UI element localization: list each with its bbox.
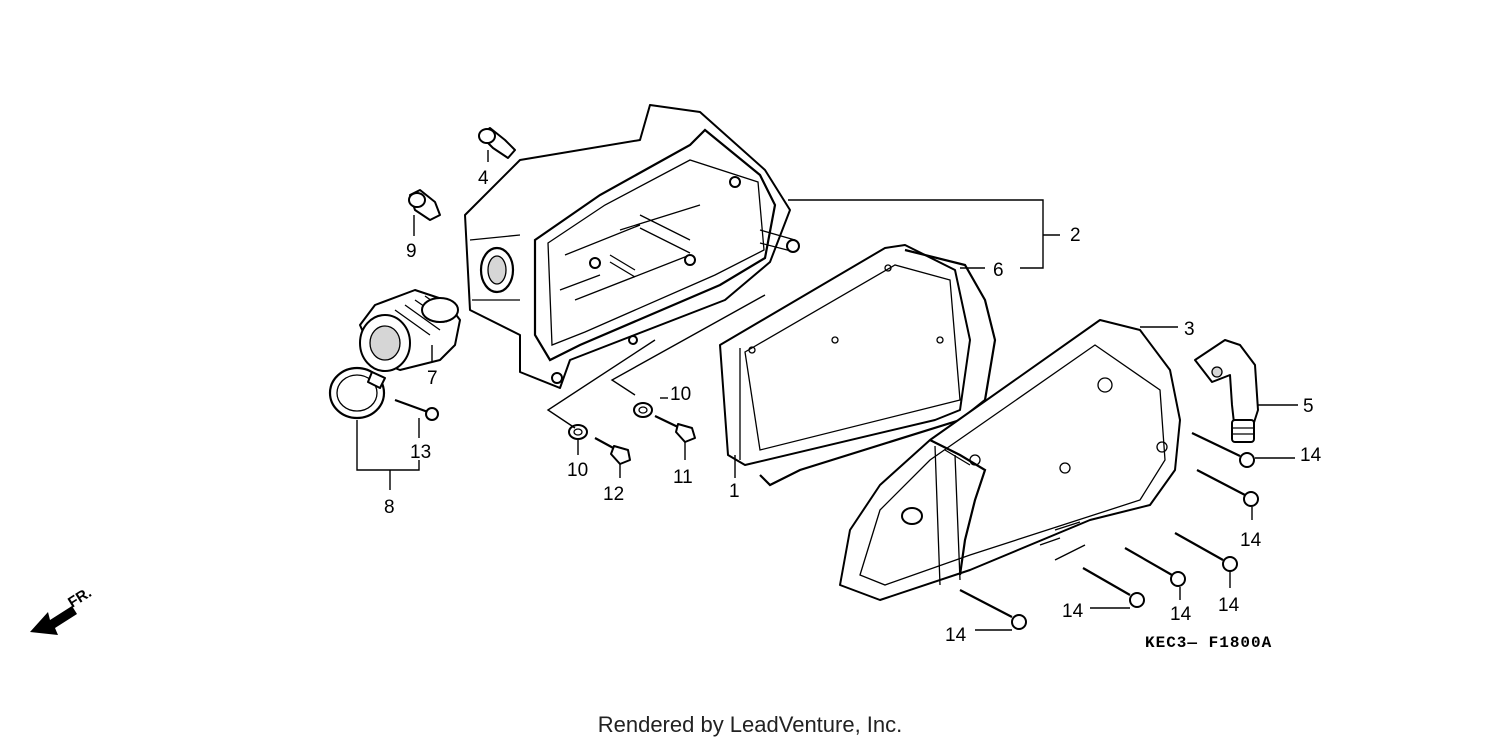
- air-cleaner-cover: [839, 319, 1181, 601]
- footer-credit: Rendered by LeadVenture, Inc.: [597, 712, 903, 737]
- label-part-14b: 14: [1240, 530, 1262, 551]
- part-labels: 1 2 3 4 5 6 7 8 9 10 10 11 12 13 14 14 1…: [384, 168, 1322, 646]
- label-part-12: 12: [603, 484, 624, 505]
- label-part-13: 13: [410, 442, 431, 463]
- air-cleaner-case: [464, 104, 800, 389]
- bolt-12: [594, 437, 631, 465]
- label-part-14e: 14: [1062, 601, 1084, 622]
- label-part-5: 5: [1303, 396, 1314, 417]
- diagram-code: KEC3— F1800A: [1145, 634, 1272, 652]
- washer-10b: [568, 424, 588, 440]
- tube-clamp: [328, 366, 386, 420]
- bolt-11: [654, 415, 696, 443]
- label-part-1: 1: [729, 481, 740, 502]
- label-part-10a: 10: [670, 384, 691, 405]
- label-part-2: 2: [1070, 225, 1081, 246]
- label-part-14f: 14: [945, 625, 967, 646]
- filter-element: [719, 244, 971, 466]
- cover-screws: [959, 432, 1259, 630]
- label-part-11: 11: [673, 467, 693, 488]
- grommet-4: [478, 127, 516, 159]
- label-part-8: 8: [384, 497, 395, 518]
- label-part-6: 6: [993, 260, 1004, 281]
- front-direction-label: FR.: [65, 584, 95, 611]
- washer-10a: [633, 402, 653, 418]
- label-part-9: 9: [406, 241, 417, 262]
- label-part-10b: 10: [567, 460, 588, 481]
- clamp-screw: [394, 398, 439, 421]
- label-part-14a: 14: [1300, 445, 1322, 466]
- drain-tube: [1194, 339, 1259, 443]
- grommet-9: [408, 189, 441, 221]
- connecting-tube: [359, 289, 461, 372]
- leader-lines: [356, 150, 1298, 631]
- front-direction-arrow: FR.: [30, 584, 95, 635]
- label-part-3: 3: [1184, 319, 1195, 340]
- label-part-14d: 14: [1170, 604, 1192, 625]
- label-part-4: 4: [478, 168, 489, 189]
- label-part-7: 7: [427, 368, 438, 389]
- label-part-14c: 14: [1218, 595, 1240, 616]
